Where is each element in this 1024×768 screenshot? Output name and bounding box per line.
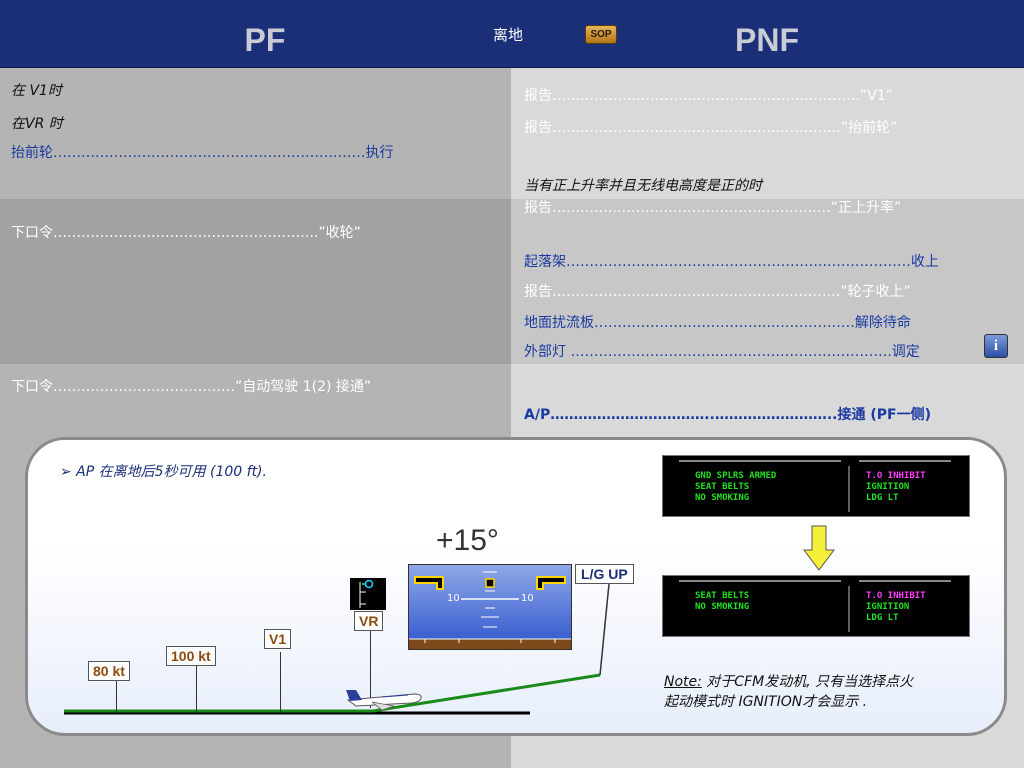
pnf-header: PNF xyxy=(735,22,799,58)
speed-100kt-marker: 100 kt xyxy=(166,646,216,666)
note-text-line2: 起动模式时 IGNITION才会显示 . xyxy=(664,694,868,710)
note-text-line1: 对于CFM发动机, 只有当选择点火 xyxy=(701,674,914,690)
pnf-section-1 xyxy=(511,68,1024,199)
ap-availability-note: ➢ AP 在离地后5秒可用 (100 ft). xyxy=(60,464,267,480)
pfd-pitch-10-right: 10 xyxy=(521,593,534,604)
cfm-ignition-note: Note: 对于CFM发动机, 只有当选择点火 xyxy=(664,671,913,691)
pfd-pitch-10-left: 10 xyxy=(447,593,460,604)
pnf-call-positive-climb: 报告…………..…………………………..………..…”正上升率” xyxy=(524,200,902,216)
aircraft-icon xyxy=(346,690,422,711)
ecam-no-smoking: NO SMOKING xyxy=(695,493,750,503)
note-label: Note: xyxy=(664,674,702,690)
pnf-condition: 当有正上升率并且无线电高度是正的时 xyxy=(524,178,762,194)
pf-at-v1: 在 V1时 xyxy=(11,83,62,99)
sop-icon[interactable]: SOP xyxy=(585,25,617,44)
pf-section-2 xyxy=(0,199,511,364)
pnf-section-2 xyxy=(511,199,1024,364)
ecam-to-inhibit: T.O INHIBIT xyxy=(866,591,926,601)
pnf-call-v1: 报告…………………………………………………………”V1” xyxy=(524,88,893,104)
header-bar xyxy=(0,0,1024,68)
ecam-gnd-splrs-armed: GND SPLRS ARMED xyxy=(695,471,777,481)
pnf-ground-spoilers: 地面扰流板………………………………..………………解除待命 xyxy=(524,315,911,331)
pnf-gear-up: 起落架………………………………………………..………………收上 xyxy=(524,254,939,270)
pf-rotate-action: 抬前轮…………………………………………………….……执行 xyxy=(11,145,394,161)
pitch-target-label: +15° xyxy=(436,524,499,557)
pole-v1 xyxy=(280,652,281,712)
v1-marker: V1 xyxy=(264,629,292,649)
page-title: 离地 xyxy=(493,26,524,44)
ecam-no-smoking: NO SMOKING xyxy=(695,602,750,612)
ecam-memo-before: GND SPLRS ARMED SEAT BELTS NO SMOKING T.… xyxy=(662,455,970,517)
pf-gear-command: 下口令…………………………….…………………..”收轮” xyxy=(11,225,361,241)
pf-section-1 xyxy=(0,68,511,199)
ecam-memo-after: SEAT BELTS NO SMOKING T.O INHIBIT IGNITI… xyxy=(662,575,970,637)
pole-vr xyxy=(370,630,371,708)
info-icon[interactable]: i xyxy=(984,334,1008,358)
takeoff-diagram-panel: ➢ AP 在离地后5秒可用 (100 ft). 80 kt 100 kt V1 … xyxy=(25,437,1007,736)
pnf-call-rotate: 报告…………………..…………………………………”抬前轮” xyxy=(524,120,898,136)
arrow-down-icon xyxy=(803,525,835,571)
ecam-seat-belts: SEAT BELTS xyxy=(695,591,750,601)
speed-tape-icon xyxy=(350,578,386,610)
ecam-seat-belts: SEAT BELTS xyxy=(695,482,750,492)
pnf-call-gear-up: 报告……………………..……………………..……….”轮子收上” xyxy=(524,284,911,300)
ecam-ldg-lt: LDG LT xyxy=(866,613,899,623)
pf-ap-command: 下口令…………………………………”自动驾驶 1(2) 接通” xyxy=(11,379,372,395)
ecam-to-inhibit: T.O INHIBIT xyxy=(866,471,926,481)
pole-80kt xyxy=(116,681,117,712)
ecam-ignition: IGNITION xyxy=(866,482,910,492)
ecam-ldg-lt: LDG LT xyxy=(866,493,899,503)
pf-at-vr: 在VR 时 xyxy=(11,116,63,132)
speed-80kt-marker: 80 kt xyxy=(88,661,130,681)
runway-and-climb-path xyxy=(64,583,610,715)
vr-marker: VR xyxy=(354,611,384,631)
lg-up-marker: L/G UP xyxy=(575,564,634,584)
pf-header: PF xyxy=(244,22,286,58)
pfd-attitude-display: 10 10 xyxy=(408,564,572,650)
ecam-ignition: IGNITION xyxy=(866,602,910,612)
pole-100kt xyxy=(196,666,197,712)
pnf-autopilot: A/P……………………………..……………………..接通 (PF一侧) xyxy=(524,407,931,423)
pnf-exterior-lights: 外部灯 …………………………..……………………………….调定 xyxy=(524,344,920,360)
